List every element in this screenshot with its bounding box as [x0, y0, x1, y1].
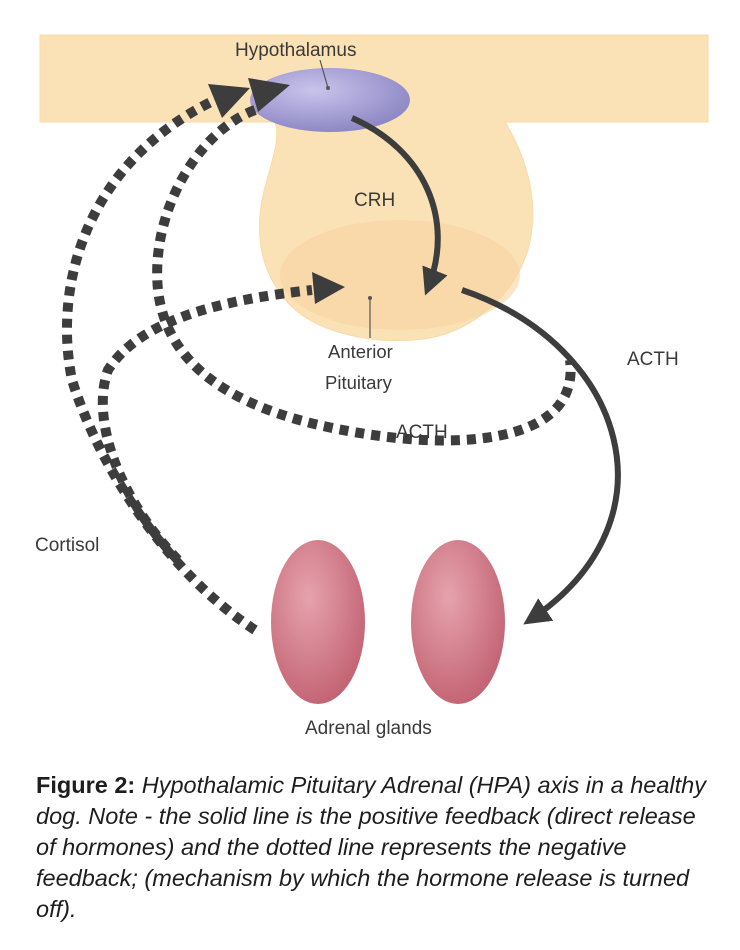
anterior-pituitary-pointer-dot — [368, 296, 372, 300]
acth-feedback-arrowhead — [248, 78, 290, 112]
adrenal-gland-right — [411, 540, 505, 704]
caption-text: Hypothalamic Pituitary Adrenal (HPA) axi… — [36, 772, 707, 922]
hpa-axis-diagram: Hypothalamus CRH Anterior Pituitary ACTH… — [35, 34, 709, 739]
anterior-label: Anterior — [328, 341, 393, 362]
caption-label: Figure 2: — [36, 772, 136, 798]
hypothalamus-body — [250, 68, 410, 132]
cortisol-pituitary-arrowhead — [312, 272, 345, 304]
cortisol-hypothalamus-arrowhead — [208, 84, 250, 118]
anterior-pituitary-shading — [280, 220, 520, 330]
acth-right-label: ACTH — [627, 349, 679, 370]
adrenal-gland-left — [271, 540, 365, 704]
pituitary-label: Pituitary — [325, 372, 393, 393]
hypothalamus-pointer-dot — [326, 86, 330, 90]
cortisol-label: Cortisol — [35, 535, 99, 556]
figure-caption: Figure 2: Hypothalamic Pituitary Adrenal… — [36, 770, 716, 925]
hypothalamus-region — [39, 34, 709, 342]
acth-arrow — [461, 287, 621, 625]
adrenal-glands-label: Adrenal glands — [305, 718, 432, 739]
crh-arrow — [350, 115, 448, 296]
acth-loop-label: ACTH — [396, 422, 448, 443]
acth-negative-feedback-loop — [152, 105, 576, 446]
crh-label: CRH — [354, 190, 395, 211]
cortisol-to-pituitary-path — [97, 285, 313, 564]
hypothalamus-pointer — [319, 59, 329, 89]
hypothalamus-label: Hypothalamus — [235, 40, 356, 61]
